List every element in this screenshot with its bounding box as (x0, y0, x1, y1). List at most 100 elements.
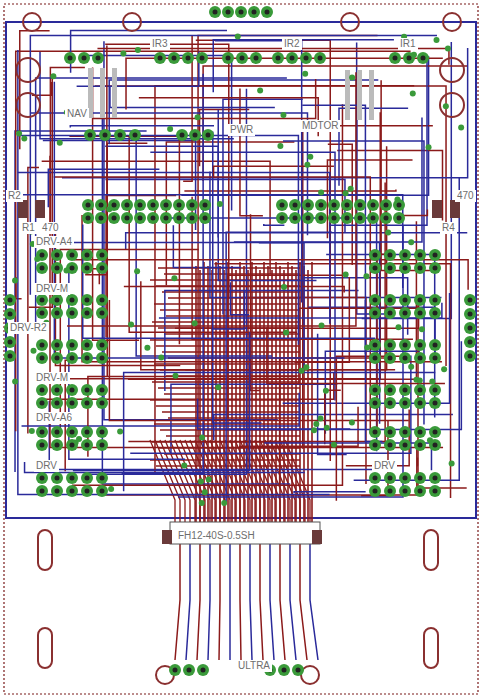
pad-hole (85, 489, 90, 494)
pad-hole (388, 401, 393, 406)
pad (96, 397, 108, 409)
fanout-trace (285, 440, 310, 522)
via (199, 434, 205, 440)
pad-hole (8, 354, 13, 359)
pad-hole (40, 266, 45, 271)
pad (403, 52, 415, 64)
pad-hole (388, 430, 393, 435)
trace (280, 544, 285, 660)
pad-hole (373, 343, 378, 348)
pad-hole (125, 203, 130, 208)
fanout-trace (260, 440, 285, 522)
fanout-trace (160, 440, 185, 522)
board-outline (4, 4, 478, 694)
pad-hole (388, 388, 393, 393)
pad (96, 384, 108, 396)
pad (369, 426, 381, 438)
pad-hole (293, 203, 298, 208)
pad (414, 384, 426, 396)
pad-hole (138, 203, 143, 208)
trace (259, 243, 304, 372)
trace (184, 189, 396, 191)
trace (124, 287, 344, 293)
pad-hole (8, 340, 13, 345)
pad-hole (100, 430, 105, 435)
silkscreen-label: IR2 (282, 38, 302, 50)
pad (4, 308, 16, 320)
via (417, 377, 423, 383)
via (348, 186, 354, 192)
trace (124, 372, 436, 491)
pad (81, 339, 93, 351)
pad (414, 339, 426, 351)
pad-hole (433, 401, 438, 406)
pad-hole (433, 298, 438, 303)
pad-hole (318, 56, 323, 61)
silkscreen-label: PWR (228, 124, 255, 136)
pad-hole (88, 133, 93, 138)
trace (40, 51, 234, 139)
pad-hole (393, 56, 398, 61)
pad-hole (86, 203, 91, 208)
pad-hole (133, 133, 138, 138)
pad (36, 262, 48, 274)
pad-hole (304, 56, 309, 61)
pad (82, 199, 94, 211)
pad-hole (332, 203, 337, 208)
connector-body (170, 522, 320, 544)
via (313, 421, 319, 427)
fanout-trace (175, 440, 200, 522)
pad (51, 426, 63, 438)
pad (66, 485, 78, 497)
pad (36, 339, 48, 351)
pad (66, 426, 78, 438)
pad-hole (388, 311, 393, 316)
pad (96, 472, 108, 484)
trace (225, 341, 461, 429)
pad-hole (164, 203, 169, 208)
pad (78, 52, 90, 64)
trace (139, 98, 318, 137)
pad (36, 352, 48, 364)
pad (384, 352, 396, 364)
via (108, 486, 114, 492)
pad (51, 294, 63, 306)
via (128, 321, 134, 327)
pad-hole (100, 443, 105, 448)
pad (393, 199, 405, 211)
trace (39, 243, 380, 424)
pad (384, 339, 396, 351)
pad (36, 384, 48, 396)
pad (414, 485, 426, 497)
via (458, 124, 464, 130)
pad-hole (418, 253, 423, 258)
trace (325, 390, 341, 444)
trace (150, 152, 335, 400)
pad (429, 339, 441, 351)
pad (134, 199, 146, 211)
pad-hole (433, 443, 438, 448)
pad (51, 339, 63, 351)
fanout-trace (210, 440, 235, 522)
pad-hole (118, 133, 123, 138)
via (349, 75, 355, 81)
trace (290, 544, 296, 660)
pad (96, 352, 108, 364)
pad (84, 129, 96, 141)
silkscreen-label: DRV-R2 (8, 322, 49, 334)
pad-hole (433, 356, 438, 361)
pad-hole (151, 203, 156, 208)
pad-hole (100, 489, 105, 494)
trace (165, 218, 376, 451)
pad (36, 397, 48, 409)
pad (160, 199, 172, 211)
pad (414, 294, 426, 306)
pad-hole (468, 326, 473, 331)
pad (384, 384, 396, 396)
via (257, 87, 263, 93)
via (419, 326, 425, 332)
via (31, 348, 37, 354)
pad-hole (306, 203, 311, 208)
silkscreen-label: DRV-M (34, 372, 70, 384)
pad (96, 294, 108, 306)
